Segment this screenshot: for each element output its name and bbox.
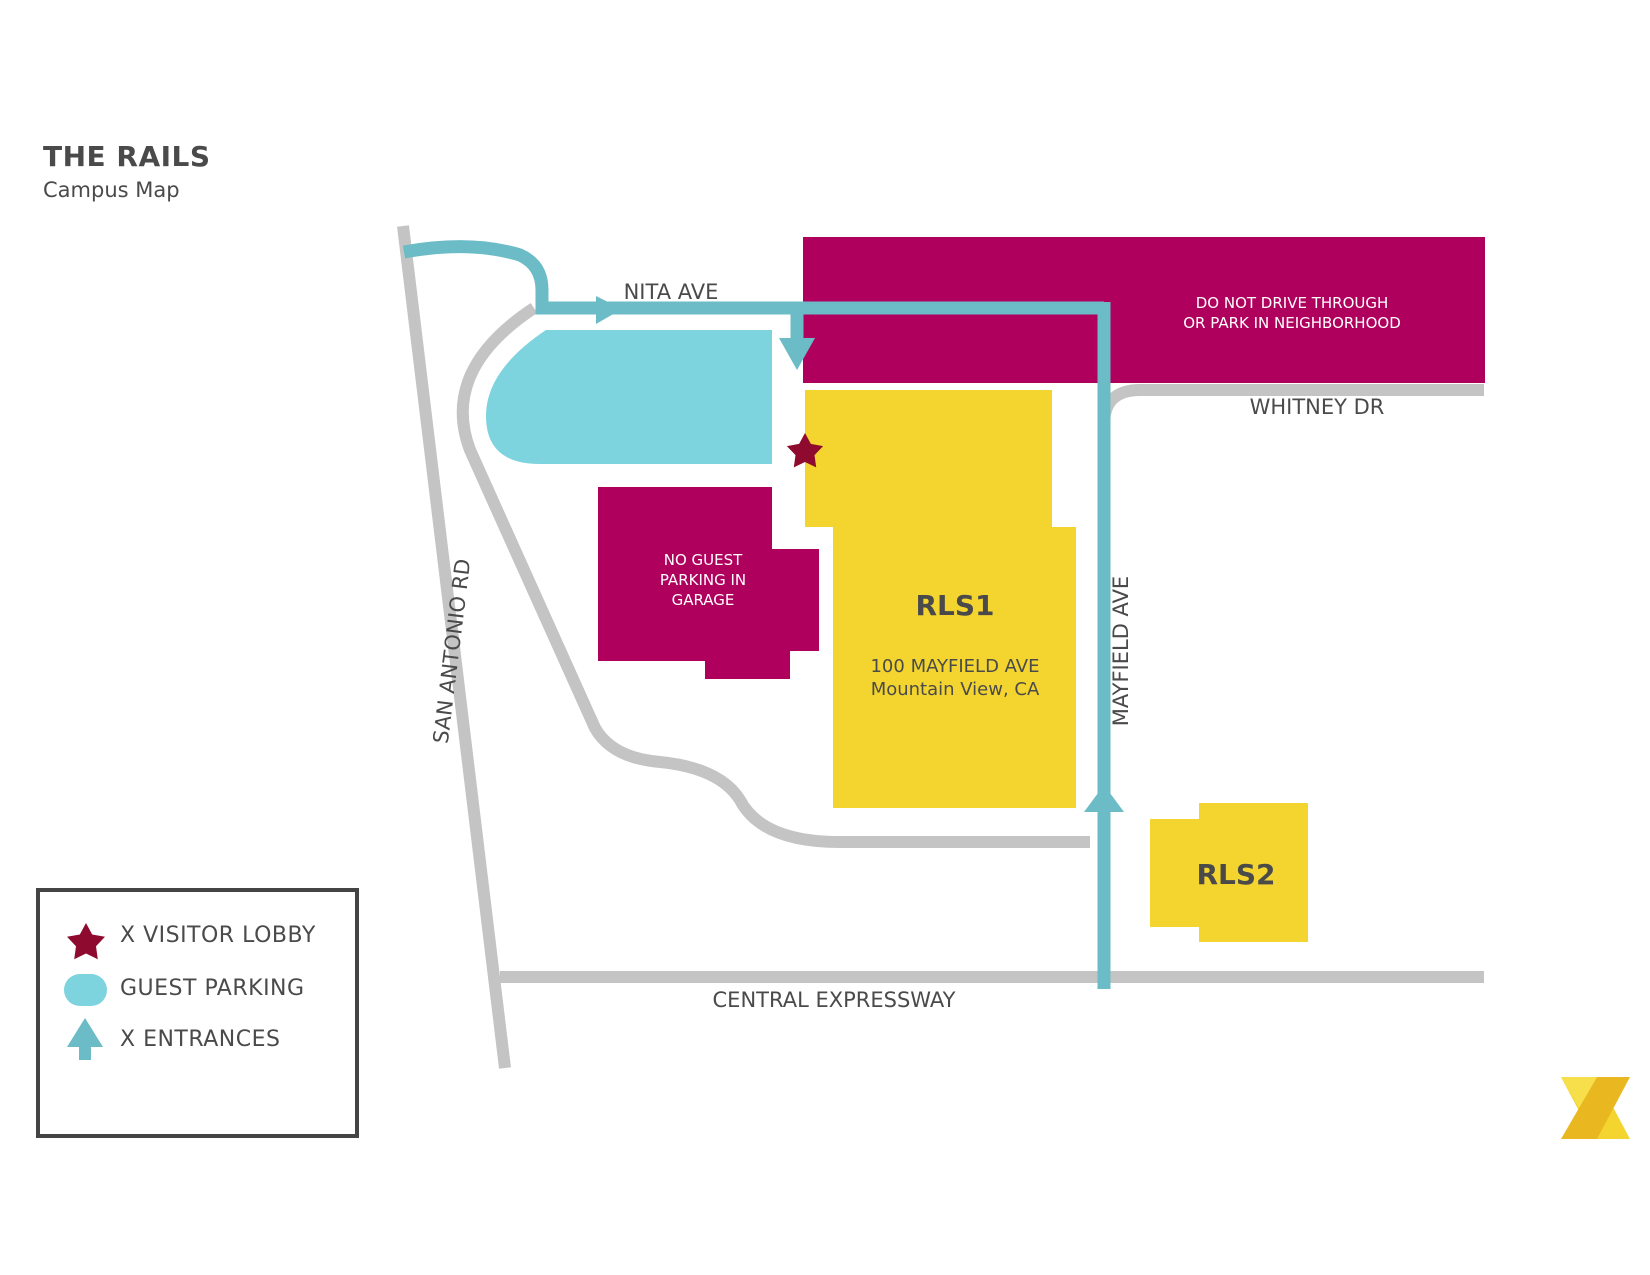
rls1-address-line2: Mountain View, CA xyxy=(871,679,1040,700)
label-whitney-dr: WHITNEY DR xyxy=(1250,395,1385,419)
rls2-building xyxy=(1150,803,1308,942)
garage-building xyxy=(598,487,819,679)
rls1-building xyxy=(805,390,1076,808)
garage-warning-line2: PARKING IN xyxy=(660,571,746,589)
page-subtitle: Campus Map xyxy=(43,178,180,202)
label-mayfield-ave: MAYFIELD AVE xyxy=(1109,576,1133,726)
guest-parking-lot xyxy=(486,330,772,464)
garage-warning-line1: NO GUEST xyxy=(664,551,743,569)
entrance-arrow-lot xyxy=(779,338,815,370)
rls1-name: RLS1 xyxy=(915,589,994,622)
entrance-routes xyxy=(402,240,1111,989)
legend: X VISITOR LOBBY GUEST PARKING X ENTRANCE… xyxy=(36,888,359,1138)
label-nita-ave: NITA AVE xyxy=(624,280,719,304)
visitor-lobby-star-icon xyxy=(786,433,824,468)
page-title: THE RAILS xyxy=(43,140,211,173)
legend-entrances-label: X ENTRANCES xyxy=(120,1027,281,1052)
loop-road xyxy=(456,302,1090,848)
san-antonio-rd-road xyxy=(397,225,511,1069)
rls2-name: RLS2 xyxy=(1196,858,1275,891)
legend-parking-icon xyxy=(64,974,107,1006)
rls1-address-line1: 100 MAYFIELD AVE xyxy=(870,656,1039,677)
entrance-arrow-nita xyxy=(596,296,622,324)
label-central-expressway: CENTRAL EXPRESSWAY xyxy=(713,988,956,1012)
garage-warning-line3: GARAGE xyxy=(672,591,735,609)
entrance-arrow-mayfield xyxy=(1084,785,1124,812)
neighborhood-warning-line1: DO NOT DRIVE THROUGH xyxy=(1196,294,1389,312)
legend-guest-parking-label: GUEST PARKING xyxy=(120,976,305,1001)
legend-visitor-lobby-label: X VISITOR LOBBY xyxy=(120,923,316,948)
neighborhood-warning-line2: OR PARK IN NEIGHBORHOOD xyxy=(1183,314,1401,332)
route-nita-ave xyxy=(402,240,1104,315)
legend-entrance-icon xyxy=(67,1018,103,1060)
legend-star-icon xyxy=(67,923,105,960)
legend-icons xyxy=(64,923,107,1060)
x-logo-icon xyxy=(1561,1077,1630,1139)
